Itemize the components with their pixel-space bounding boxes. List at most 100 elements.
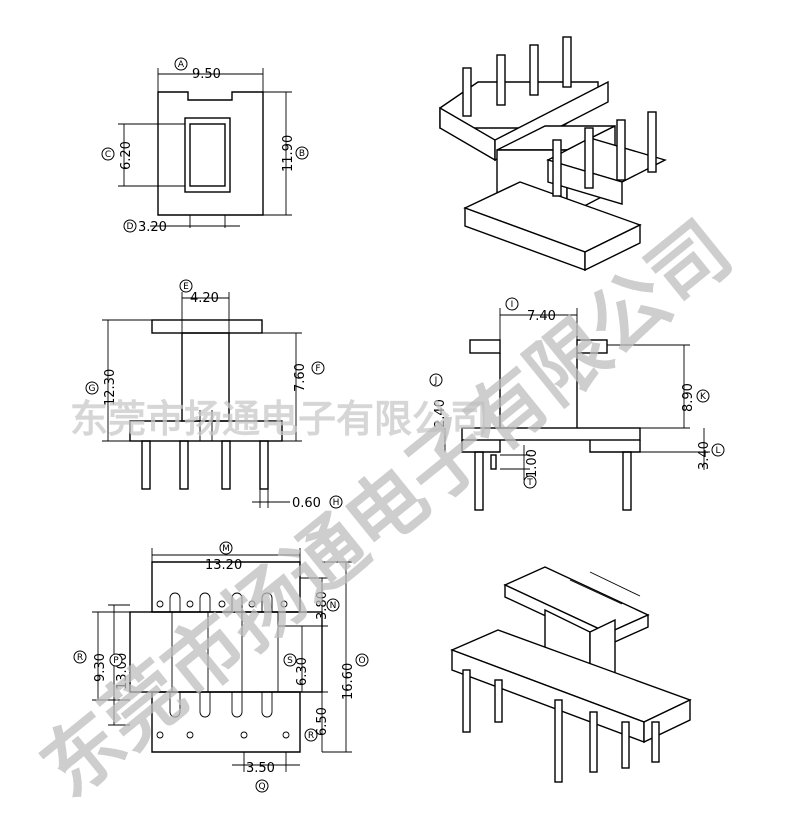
bottom-view-core-lines xyxy=(171,612,279,692)
bottom-view-hole-9 xyxy=(282,731,290,739)
upper-pin-1 xyxy=(462,67,472,117)
dim-e-value: 4.20 xyxy=(190,291,219,306)
iso-pin-4 xyxy=(589,711,598,773)
side-view-flange xyxy=(461,427,641,441)
lower-pin-3 xyxy=(616,119,626,181)
label-r-circle xyxy=(73,650,87,664)
dim-r2-value: 6.50 xyxy=(315,707,330,736)
lower-pin-1 xyxy=(552,139,562,197)
label-b-circle xyxy=(295,146,309,160)
dim-q-lines xyxy=(232,752,300,772)
iso-pin-2 xyxy=(494,679,503,723)
dim-c-value: 6.20 xyxy=(119,141,134,170)
dim-m-value: 13.20 xyxy=(205,558,242,573)
label-i-letter: I xyxy=(511,300,514,310)
dim-i-lines xyxy=(499,308,578,340)
dim-m-lines xyxy=(151,548,301,562)
front-view-pin-2 xyxy=(179,440,189,490)
label-p-circle xyxy=(109,653,123,667)
front-view-base xyxy=(129,420,283,442)
label-f-letter: F xyxy=(315,364,320,374)
dim-l-value: 3.40 xyxy=(697,441,712,470)
watermark-horizontal: 东莞市扬通电子有限公司 xyxy=(70,397,488,441)
dim-f-lines xyxy=(262,332,302,442)
label-n-letter: N xyxy=(330,601,337,611)
front-view-pin-4 xyxy=(259,440,269,490)
label-a-circle xyxy=(174,57,188,71)
label-k-letter: K xyxy=(700,392,707,402)
label-g-letter: G xyxy=(89,384,96,394)
iso-pin-5 xyxy=(621,721,630,769)
label-o-letter: O xyxy=(358,656,365,666)
dim-r-value: 9.30 xyxy=(93,653,108,682)
label-p-letter: P xyxy=(113,656,119,666)
lower-pin-2 xyxy=(584,127,594,189)
label-k-circle xyxy=(696,389,710,403)
label-s-letter: S xyxy=(287,656,293,666)
top-view-outline xyxy=(157,91,264,216)
label-r2-letter: R xyxy=(308,731,314,741)
upper-pin-2 xyxy=(496,54,506,106)
dim-g-lines xyxy=(102,319,152,442)
side-view-pin-stub xyxy=(490,454,497,470)
dim-e-lines xyxy=(181,292,230,333)
dim-a-value: 9.50 xyxy=(192,67,221,82)
label-t-circle xyxy=(523,475,537,489)
upper-pin-3 xyxy=(529,44,539,96)
side-view-left-tab xyxy=(469,339,501,354)
dim-l-lines xyxy=(640,428,710,470)
front-view: E 4.20 7.60 F 12.30 G 0.60 H xyxy=(85,279,343,511)
label-m-circle xyxy=(219,541,233,555)
side-view: I 7.40 2.40 J 8.90 K 3.40 L 1.00 T xyxy=(429,297,725,511)
dim-t-lines xyxy=(500,445,530,480)
dim-c-lines xyxy=(118,123,185,187)
side-view-core-walls xyxy=(499,353,578,428)
dim-a-lines xyxy=(157,68,264,92)
top-view: A 9.50 11.90 B 6.20 C D 3.20 xyxy=(101,57,309,235)
bottom-view-bottom-slots xyxy=(169,692,273,718)
label-e-circle xyxy=(179,279,193,293)
dim-o-lines xyxy=(322,561,352,753)
side-view-pin-left xyxy=(474,451,484,511)
bottom-view-hole-3 xyxy=(218,600,226,608)
dim-n-value: 3.80 xyxy=(315,591,330,620)
label-q-letter: Q xyxy=(258,782,265,792)
bottom-view-hole-5 xyxy=(280,600,288,608)
dim-d-value: 3.20 xyxy=(138,220,167,235)
front-view-pin-3 xyxy=(221,440,231,490)
bottom-view-hole-8 xyxy=(240,731,248,739)
label-j-letter: J xyxy=(434,376,438,386)
label-f-circle xyxy=(311,361,325,375)
label-o-circle xyxy=(355,653,369,667)
upper-pin-4 xyxy=(562,36,572,88)
lower-pin-4 xyxy=(647,111,657,173)
dim-t-value: 1.00 xyxy=(525,449,540,478)
bottom-view: M 13.20 3.80 N 16.60 O 13.00 P 9.30 R 6.… xyxy=(73,541,369,793)
bottom-view-hole-7 xyxy=(186,731,194,739)
dim-k-value: 8.90 xyxy=(681,383,696,412)
label-q-circle xyxy=(255,779,269,793)
dim-b-lines xyxy=(263,91,292,216)
label-h-circle xyxy=(329,495,343,509)
label-r-letter: R xyxy=(77,653,83,663)
dim-h-lines xyxy=(252,489,290,508)
label-n-circle xyxy=(326,598,340,612)
top-view-core-window xyxy=(184,117,231,193)
dim-i-value: 7.40 xyxy=(527,309,556,324)
iso-pin-3 xyxy=(554,699,563,783)
label-d-letter: D xyxy=(127,222,134,232)
dim-q-value: 3.50 xyxy=(246,761,275,776)
bottom-view-hole-2 xyxy=(186,600,194,608)
label-c-letter: C xyxy=(105,150,111,160)
iso-pin-1 xyxy=(462,669,471,733)
exploded-view xyxy=(439,36,667,272)
bottom-view-hole-4 xyxy=(248,600,256,608)
label-g-circle xyxy=(85,381,99,395)
label-s-circle xyxy=(283,653,297,667)
label-i-circle xyxy=(505,297,519,311)
label-l-circle xyxy=(711,443,725,457)
dim-h-value: 0.60 xyxy=(292,496,321,511)
lower-flange-side xyxy=(584,223,641,272)
